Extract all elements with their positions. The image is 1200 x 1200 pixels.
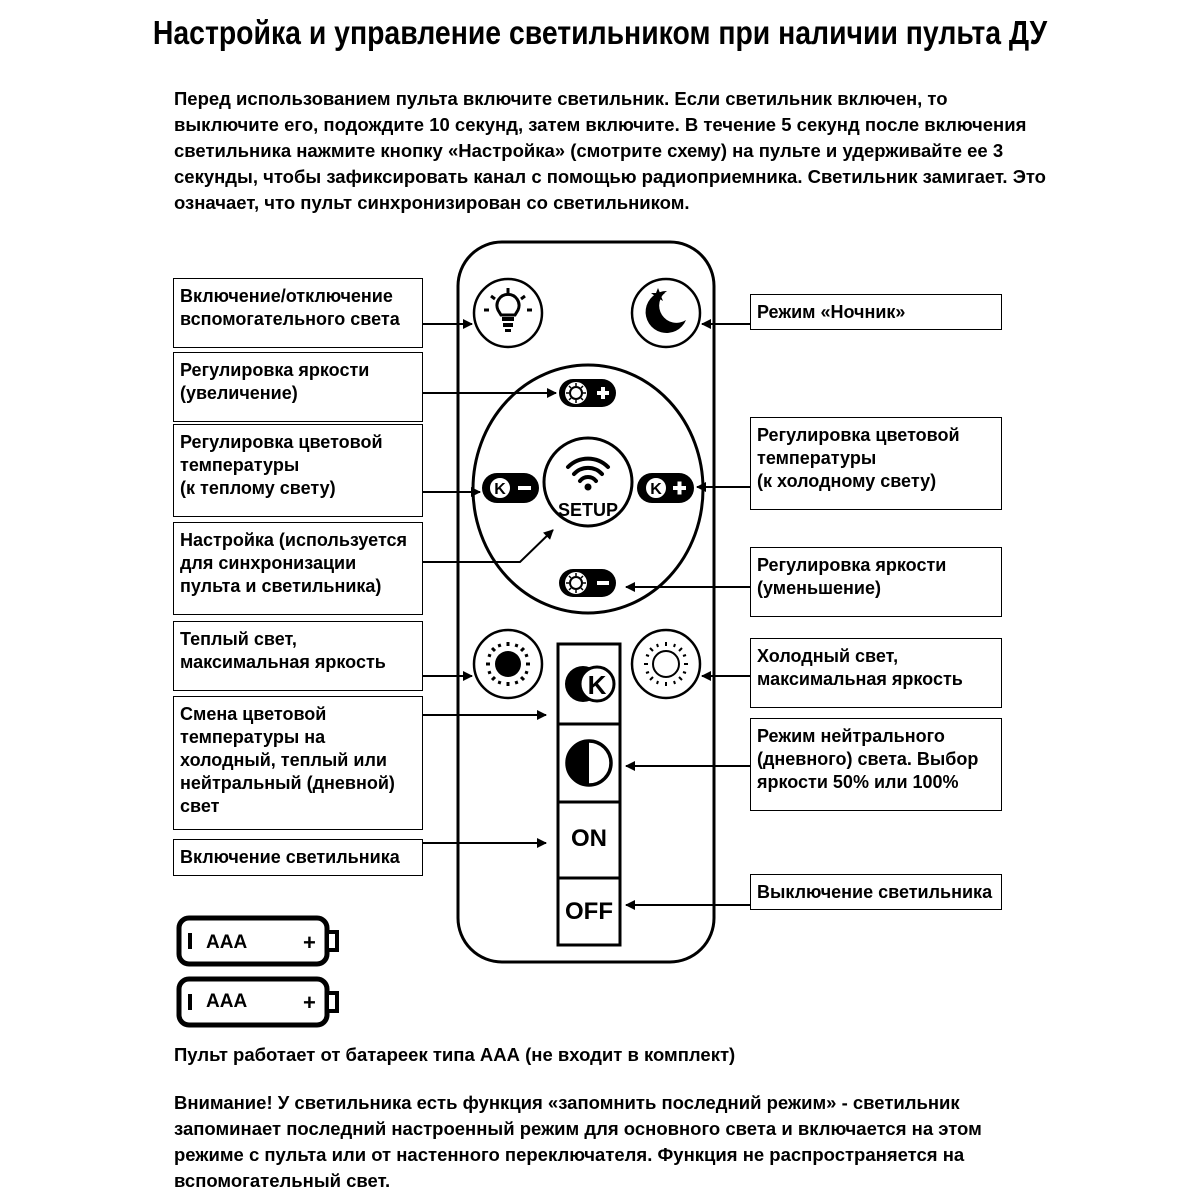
label-temp-cold: Регулировка цветовой температуры (к холо…: [750, 417, 1002, 510]
wifi-dot: [584, 483, 592, 491]
brightness-down-button[interactable]: [559, 569, 616, 597]
sun-outline-icon: [652, 650, 680, 678]
label-line: Регулировка яркости: [757, 555, 947, 575]
minus-icon: [518, 486, 531, 490]
label-line: Режим нейтрального: [757, 726, 945, 746]
sun-icon: [566, 383, 586, 403]
on-button[interactable]: ON: [559, 803, 619, 877]
wifi-icon: [566, 456, 610, 483]
label-line: Теплый свет,: [180, 629, 297, 649]
temp-cycle-button[interactable]: K: [559, 645, 619, 723]
label-temp-cycle: Смена цветовой температуры на холодный, …: [173, 696, 423, 830]
battery-2: AAA +: [176, 976, 339, 1028]
battery-note: Пульт работает от батареек типа ААА (не …: [174, 1044, 736, 1065]
label-line: (дневного) света. Выбор: [757, 749, 979, 769]
label-line: температуры на: [180, 727, 326, 747]
warm-max-button[interactable]: [472, 628, 544, 700]
k-icon: K: [494, 481, 506, 498]
label-brightness-up: Регулировка яркости (увеличение): [173, 352, 423, 422]
label-line: Регулировка яркости: [180, 360, 370, 380]
sun-rays: [644, 642, 688, 686]
k-icon: K: [588, 670, 607, 700]
sun-filled-icon: [495, 651, 521, 677]
setup-button[interactable]: SETUP: [542, 436, 634, 528]
label-night: Режим «Ночник»: [750, 294, 1002, 330]
minus-icon: [597, 581, 609, 585]
label-line: Выключение светильника: [757, 882, 993, 902]
battery-label: AAA: [206, 991, 247, 1012]
label-line: вспомогательного света: [180, 309, 400, 329]
label-temp-warm: Регулировка цветовой температуры (к тепл…: [173, 424, 423, 517]
temp-cold-button[interactable]: K: [637, 473, 694, 503]
label-line: Регулировка цветовой: [757, 425, 960, 445]
k-icon: K: [650, 481, 662, 498]
label-line: максимальная яркость: [180, 652, 386, 672]
setup-label: SETUP: [558, 500, 618, 520]
neutral-button[interactable]: [559, 725, 619, 801]
label-line: температуры: [757, 448, 877, 468]
label-line: (к холодному свету): [757, 471, 937, 491]
label-setup: Настройка (используется для синхронизаци…: [173, 522, 423, 615]
brightness-up-button[interactable]: [559, 379, 616, 407]
label-off: Выключение светильника: [750, 874, 1002, 910]
label-line: Смена цветовой: [180, 704, 327, 724]
label-cold-max: Холодный свет, максимальная яркость: [750, 638, 1002, 708]
off-label: OFF: [565, 898, 613, 925]
moon-icon: [645, 288, 686, 333]
label-line: свет: [180, 796, 220, 816]
label-line: Настройка (используется: [180, 530, 408, 550]
battery-label: AAA: [206, 932, 247, 953]
label-on: Включение светильника: [173, 839, 423, 876]
label-line: Режим «Ночник»: [757, 302, 906, 322]
warning-paragraph: Внимание! У светильника есть функция «за…: [174, 1092, 982, 1191]
label-aux-light: Включение/отключение вспомогательного св…: [173, 278, 423, 348]
bulb-icon: [484, 288, 532, 332]
label-line: для синхронизации: [180, 553, 357, 573]
label-line: температуры: [180, 455, 300, 475]
battery-1: AAA +: [176, 915, 339, 967]
callout-arrows: [423, 319, 750, 910]
half-circle-icon: [567, 741, 589, 785]
sun-rays: [486, 642, 530, 686]
label-line: нейтральный (дневной): [180, 773, 395, 793]
label-line: Регулировка цветовой: [180, 432, 383, 452]
on-label: ON: [571, 825, 607, 852]
sun-icon: [566, 573, 586, 593]
label-line: (уменьшение): [757, 578, 881, 598]
label-line: холодный, теплый или: [180, 750, 387, 770]
label-line: Включение светильника: [180, 847, 400, 867]
cold-max-button[interactable]: [630, 628, 702, 700]
label-warm-max: Теплый свет, максимальная яркость: [173, 621, 423, 691]
night-mode-button[interactable]: [630, 277, 702, 349]
label-line: (к теплому свету): [180, 478, 336, 498]
label-brightness-down: Регулировка яркости (уменьшение): [750, 547, 1002, 617]
page-title: Настройка и управление светильником при …: [152, 14, 1048, 51]
label-line: максимальная яркость: [757, 669, 963, 689]
plus-icon: [597, 387, 609, 399]
temp-warm-button[interactable]: K: [482, 473, 539, 503]
label-line: Холодный свет,: [757, 646, 899, 666]
label-line: яркости 50% или 100%: [757, 772, 959, 792]
battery-plus: +: [303, 990, 316, 1015]
label-line: (увеличение): [180, 383, 298, 403]
battery-plus: +: [303, 930, 316, 955]
label-line: Включение/отключение: [180, 286, 393, 306]
label-line: пульта и светильника): [180, 576, 382, 596]
aux-light-button[interactable]: [472, 277, 544, 349]
off-button[interactable]: OFF: [559, 879, 619, 944]
intro-paragraph: Перед использованием пульта включите све…: [174, 88, 1046, 213]
label-neutral: Режим нейтрального (дневного) света. Выб…: [750, 718, 1002, 811]
plus-icon: [673, 481, 686, 495]
